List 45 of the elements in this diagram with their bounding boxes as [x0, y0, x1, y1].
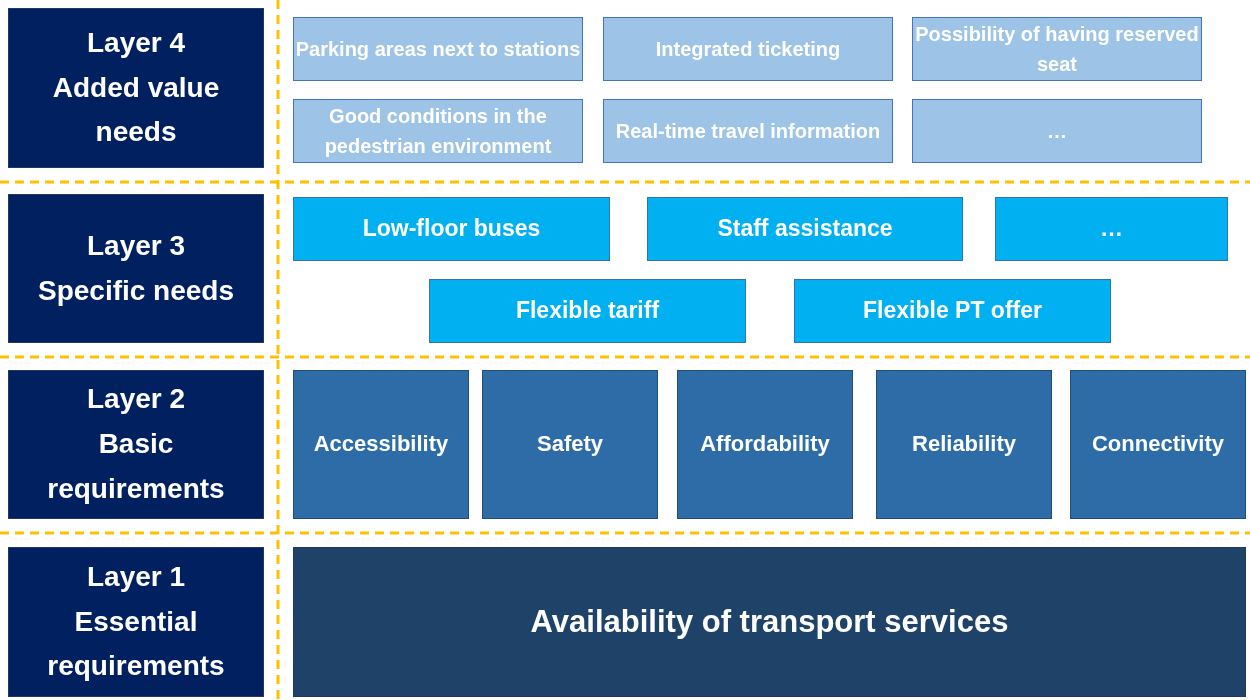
requirement-text: Affordability: [700, 430, 830, 459]
layer-title: Essential requirements: [46, 604, 226, 684]
need-text: Staff assistance: [717, 214, 893, 244]
requirement-text: Reliability: [912, 430, 1016, 459]
need-box: [647, 197, 963, 261]
need-box: [429, 279, 746, 343]
need-text: Integrated ticketing: [655, 37, 841, 62]
requirement-box: [1070, 370, 1246, 519]
layer-title: Added value needs: [51, 70, 221, 150]
layer-title: Layer 4: [86, 25, 186, 60]
requirement-text: Accessibility: [313, 430, 449, 459]
need-box: [995, 197, 1228, 261]
need-box: [912, 99, 1202, 163]
requirement-box: [876, 370, 1052, 519]
need-box: [293, 99, 583, 163]
layer-title: Layer 1: [86, 559, 186, 594]
need-text: Real-time travel information: [615, 119, 881, 144]
need-text: Flexible PT offer: [863, 296, 1042, 326]
requirement-box: [293, 370, 469, 519]
need-box: [293, 17, 583, 81]
requirement-box: [293, 547, 1246, 697]
requirement-text: Connectivity: [1092, 430, 1224, 459]
need-text: Possibility of having reserved seat: [914, 22, 1200, 77]
need-box: [293, 197, 610, 261]
need-text: …: [1047, 119, 1067, 144]
layer-title: Layer 2: [86, 382, 186, 417]
layer-title: Specific needs: [37, 273, 235, 308]
layer-title: Basic requirements: [46, 427, 226, 506]
need-text: Parking areas next to stations: [295, 37, 581, 62]
layer-label-box: [8, 194, 264, 343]
requirement-text: Safety: [536, 430, 603, 459]
need-text: Flexible tariff: [515, 296, 660, 326]
layer-title: Layer 3: [86, 228, 186, 263]
requirement-box: [677, 370, 853, 519]
need-box: [603, 17, 893, 81]
need-text: Good conditions in the pedestrian environment: [323, 104, 553, 159]
need-text: Low-floor buses: [362, 214, 541, 244]
layer-label-box: [8, 547, 264, 697]
requirement-text: Availability of transport services: [530, 602, 1009, 641]
need-box: [603, 99, 893, 163]
need-box: [794, 279, 1111, 343]
layer-label-box: [8, 370, 264, 519]
layer-label-box: [8, 8, 264, 168]
need-text: …: [1100, 214, 1123, 244]
requirement-box: [482, 370, 658, 519]
